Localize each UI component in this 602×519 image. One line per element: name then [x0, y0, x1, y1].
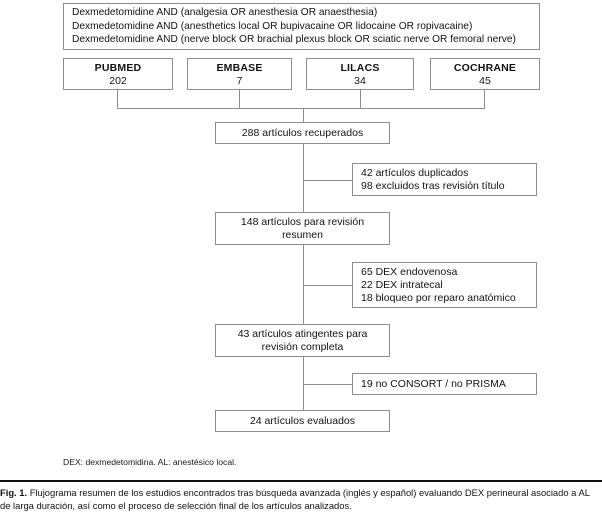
database-box-pubmed: PUBMED 202	[63, 58, 173, 90]
connector-abstract-to-fulltext	[303, 245, 304, 324]
database-count-cochrane: 45	[479, 74, 491, 87]
search-query-line-3: Dexmedetomidine AND (nerve block OR brac…	[72, 34, 516, 46]
database-count-embase: 7	[236, 74, 243, 87]
connector-database-bus	[117, 108, 485, 109]
connector-retrieved-to-abstract	[303, 144, 304, 212]
database-count-pubmed: 202	[109, 74, 127, 87]
stage-box-retrieved: 288 artículos recuperados	[215, 122, 390, 144]
database-box-embase: EMBASE 7	[187, 58, 292, 90]
database-count-lilacs: 34	[354, 74, 366, 87]
stage-box-final-evaluated: 24 artículos evaluados	[215, 410, 390, 432]
exclusion-box-duplicates: 42 artículos duplicados 98 excluidos tra…	[352, 163, 537, 196]
stage-retrieved-line-1: 288 artículos recuperados	[241, 126, 364, 139]
connector-bus-to-retrieved	[303, 108, 304, 122]
database-name-cochrane: COCHRANE	[453, 61, 517, 74]
figure-caption: Fig. 1. Flujograma resumen de los estudi…	[0, 486, 602, 512]
database-box-lilacs: LILACS 34	[306, 58, 414, 90]
figure-caption-text: Flujograma resumen de los estudios encon…	[0, 487, 590, 512]
stage-fulltext-line-2: revisión completa	[261, 340, 344, 353]
connector-embase-drop	[239, 90, 240, 108]
connector-lilacs-drop	[360, 90, 361, 108]
connector-pubmed-drop	[117, 90, 118, 108]
connector-fulltext-to-final	[303, 357, 304, 410]
connector-cochrane-drop	[484, 90, 485, 108]
exclusion-box-reporting-standards: 19 no CONSORT / no PRISMA	[352, 373, 537, 395]
stage-final-line-1: 24 artículos evaluados	[249, 414, 356, 427]
exclusion-1-line-2: 98 excluidos tras revisión título	[361, 179, 505, 192]
exclusion-2-line-2: 22 DEX intratecal	[361, 278, 443, 291]
search-query-line-1: Dexmedetomidine AND (analgesia OR anesth…	[72, 7, 378, 19]
exclusion-1-line-1: 42 artículos duplicados	[361, 166, 469, 179]
connector-branch-exclusion-1	[303, 180, 352, 181]
search-query-box: Dexmedetomidine AND (analgesia OR anesth…	[63, 3, 540, 50]
exclusion-box-route: 65 DEX endovenosa 22 DEX intratecal 18 b…	[352, 262, 537, 308]
stage-abstract-line-2: resumen	[282, 228, 323, 241]
connector-branch-exclusion-3	[303, 384, 352, 385]
exclusion-2-line-1: 65 DEX endovenosa	[361, 265, 458, 278]
exclusion-2-line-3: 18 bloqueo por reparo anatómico	[361, 291, 516, 304]
search-query-line-2: Dexmedetomidine AND (anesthetics local O…	[72, 20, 473, 32]
figure-caption-label: Fig. 1.	[0, 487, 28, 498]
connector-branch-exclusion-2	[303, 285, 352, 286]
database-name-pubmed: PUBMED	[94, 61, 142, 74]
exclusion-3-line-1: 19 no CONSORT / no PRISMA	[361, 377, 506, 390]
database-box-cochrane: COCHRANE 45	[430, 58, 540, 90]
database-name-embase: EMBASE	[216, 61, 263, 74]
caption-divider-rule	[0, 480, 602, 482]
stage-box-fulltext-review: 43 artículos atingentes para revisión co…	[215, 324, 390, 357]
abbreviation-legend: DEX: dexmedetomidina. AL: anestésico loc…	[63, 457, 237, 467]
stage-fulltext-line-1: 43 artículos atingentes para	[237, 327, 368, 340]
database-name-lilacs: LILACS	[340, 61, 380, 74]
stage-box-abstract-review: 148 artículos para revisión resumen	[215, 212, 390, 245]
stage-abstract-line-1: 148 artículos para revisión	[240, 215, 365, 228]
